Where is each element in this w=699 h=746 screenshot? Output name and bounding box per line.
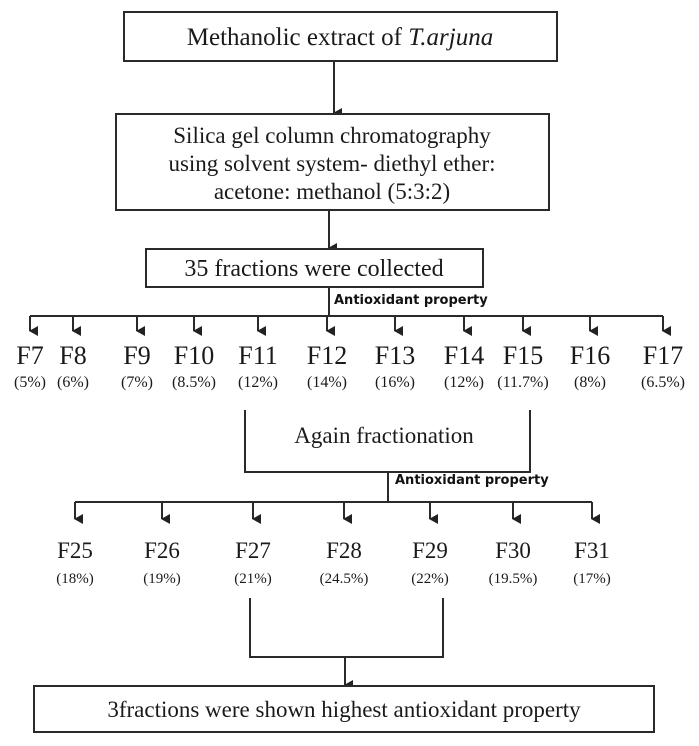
s1-fraction-f15: F15 (503, 341, 543, 370)
extract-box-label: Methanolic extract of T.arjuna (187, 24, 493, 51)
s1-fraction-f13: F13 (375, 341, 415, 370)
s1-percent-f10: (8.5%) (172, 374, 216, 391)
s1-fraction-f16: F16 (570, 341, 610, 370)
s1-percent-f8: (6%) (57, 374, 89, 391)
s1-percent-f13: (16%) (375, 374, 415, 391)
s2-fraction-f28: F28 (326, 538, 362, 563)
stage1-antioxidant-label: Antioxidant property (334, 293, 488, 308)
stage2-antioxidant-label: Antioxidant property (395, 473, 549, 488)
s1-percent-f15: (11.7%) (497, 374, 548, 391)
s2-percent-f28: (24.5%) (320, 571, 369, 587)
chromatography-line-1: Silica gel column chromatography (173, 123, 491, 148)
extract-label-species: T.arjuna (408, 24, 493, 51)
stage1-fractions: F7 (5%) F8 (6%) F9 (7%) F10 (8.5%) F11 (12%) F12 (1… (14, 316, 685, 391)
s1-fraction-f14: F14 (444, 341, 484, 370)
s1-fraction-f7: F7 (16, 341, 43, 370)
again-fractionation-label: Again fractionation (294, 423, 474, 448)
collected-box-label: 35 fractions were collected (184, 256, 443, 282)
collected-box: 35 fractions were collected (145, 248, 484, 288)
s2-percent-f29: (22%) (411, 571, 449, 587)
stage2-fractions: F25 (18%) F26 (19%) F27 (21%) F28 (24.5%) F29 (22… (56, 502, 611, 587)
result-box-label: 3fractions were shown highest antioxidan… (107, 697, 581, 722)
s1-percent-f14: (12%) (444, 374, 484, 391)
s2-fraction-f29: F29 (412, 538, 448, 563)
again-fractionation-bracket: Again fractionation (244, 410, 531, 473)
s2-fraction-f26: F26 (144, 538, 180, 563)
s1-percent-f7: (5%) (14, 374, 46, 391)
s1-percent-f11: (12%) (238, 374, 278, 391)
s2-percent-f30: (19.5%) (489, 571, 538, 587)
s2-fraction-f30: F30 (495, 538, 531, 563)
chromatography-box: Silica gel column chromatography using s… (115, 113, 550, 211)
s2-percent-f31: (17%) (573, 571, 611, 587)
s1-fraction-f9: F9 (123, 341, 150, 370)
chromatography-line-3: acetone: methanol (5:3:2) (214, 179, 450, 204)
s2-percent-f25: (18%) (56, 571, 94, 587)
s2-fraction-f25: F25 (57, 538, 93, 563)
result-box: 3fractions were shown highest antioxidan… (33, 685, 655, 733)
s1-fraction-f17: F17 (643, 341, 683, 370)
s2-fraction-f27: F27 (235, 538, 271, 563)
extract-label-plain: Methanolic extract of (187, 24, 408, 51)
s1-fraction-f11: F11 (238, 341, 278, 370)
s2-fraction-f31: F31 (574, 538, 610, 563)
s1-percent-f12: (14%) (307, 374, 347, 391)
s1-percent-f16: (8%) (574, 374, 606, 391)
s1-fraction-f12: F12 (307, 341, 347, 370)
s2-percent-f27: (21%) (234, 571, 272, 587)
extract-box: Methanolic extract of T.arjuna (123, 11, 558, 62)
s1-fraction-f8: F8 (59, 341, 86, 370)
s1-percent-f17: (6.5%) (641, 374, 685, 391)
s1-percent-f9: (7%) (121, 374, 153, 391)
bracket-f27-to-f29 (249, 598, 444, 658)
s1-fraction-f10: F10 (174, 341, 214, 370)
chromatography-line-2: using solvent system- diethyl ether: (168, 151, 495, 176)
s2-percent-f26: (19%) (143, 571, 181, 587)
